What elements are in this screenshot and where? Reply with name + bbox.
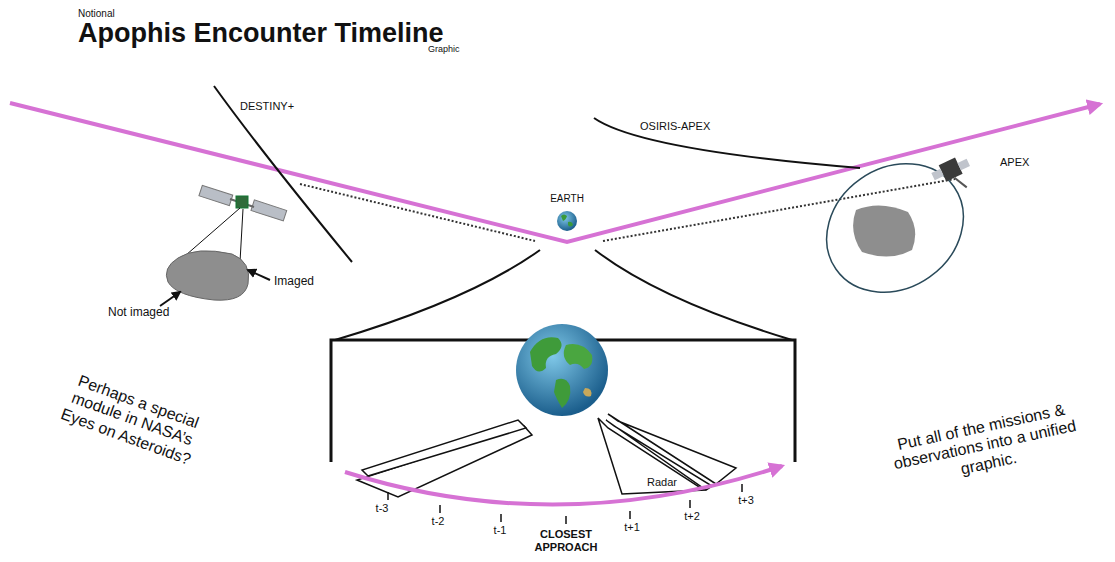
tick-label: t+3: [738, 494, 754, 507]
axis-label: CLOSEST APPROACH: [526, 528, 606, 553]
mission-label: OSIRIS-APEX: [640, 120, 710, 133]
earth-small: [557, 211, 577, 231]
callout-label: Imaged: [274, 275, 314, 289]
leader-arrow: [160, 292, 180, 306]
note-text: Put all of the missions & observations i…: [884, 398, 1086, 493]
beam-label: Radar: [647, 476, 677, 489]
destiny-path: [214, 86, 352, 262]
radar-beam: [357, 414, 736, 497]
zoom-line: [595, 250, 792, 340]
apophis-asteroid: [853, 205, 915, 256]
note-small: Notional: [78, 8, 115, 20]
tick-label: t+2: [684, 510, 700, 523]
title: Apophis Encounter Timeline: [78, 18, 444, 49]
callout-label: Not imaged: [108, 306, 169, 320]
note-small: Graphic: [428, 44, 460, 54]
leader-arrow: [248, 270, 270, 280]
planet-label: EARTH: [550, 193, 584, 205]
note-text: Perhaps a special module in NASA’s Eyes …: [52, 368, 212, 471]
mission-label: DESTINY+: [240, 100, 294, 113]
osiris-apex-path: [594, 118, 860, 168]
tick-label: t-2: [432, 515, 445, 528]
apophis-trajectory: [10, 103, 1100, 242]
tick-label: t+1: [624, 521, 640, 534]
dotted-line: [300, 184, 535, 241]
zoom-line: [335, 250, 540, 340]
tick-label: t-3: [376, 502, 389, 515]
mission-label: APEX: [1000, 156, 1029, 169]
timeline-arc: [345, 466, 782, 505]
apex-spacecraft: [930, 153, 978, 198]
orbit-ellipse: [802, 138, 989, 319]
earth-large: [516, 324, 608, 416]
tick-label: t-1: [494, 524, 507, 537]
